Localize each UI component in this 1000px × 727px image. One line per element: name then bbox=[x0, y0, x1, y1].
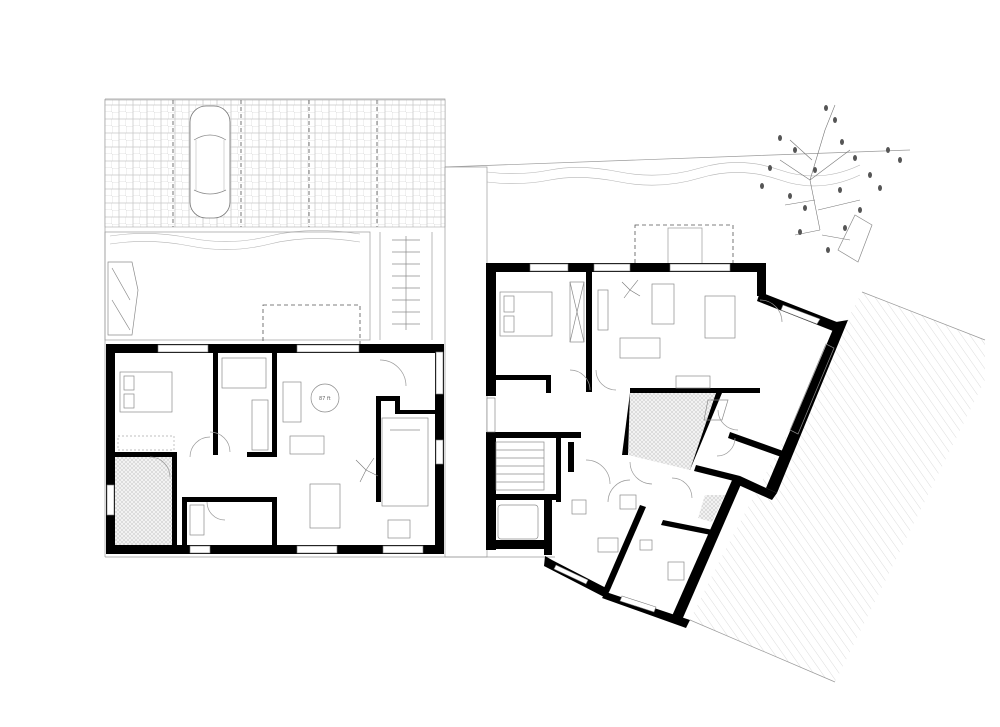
dining-table-icon bbox=[282, 381, 411, 539]
garden-plot bbox=[104, 231, 371, 341]
hedge bbox=[109, 230, 361, 242]
terrace-left bbox=[262, 304, 361, 346]
car-icon bbox=[189, 105, 231, 219]
round-table-icon bbox=[310, 383, 340, 413]
bathtub-icon bbox=[497, 504, 539, 540]
wardrobe-icon bbox=[569, 281, 585, 343]
plant-icon bbox=[355, 457, 379, 483]
terrain-edge bbox=[861, 291, 986, 341]
bed-icon bbox=[119, 371, 173, 413]
sofa-icon bbox=[597, 283, 675, 359]
building-right bbox=[486, 263, 848, 628]
bicycle-racks bbox=[379, 232, 433, 340]
sloped-terrain bbox=[690, 292, 985, 682]
bed-icon bbox=[499, 291, 553, 337]
terrain-edge-bottom bbox=[689, 619, 836, 683]
plant-icon bbox=[621, 279, 641, 299]
parking-area bbox=[104, 99, 446, 228]
room-label: 87 ft bbox=[319, 396, 331, 402]
dining-table-icon bbox=[675, 295, 736, 389]
tree-icon bbox=[760, 104, 902, 263]
stairs-icon bbox=[495, 441, 545, 491]
terrace-right bbox=[634, 224, 734, 266]
building-left: 87 ft bbox=[106, 344, 444, 554]
shed bbox=[107, 261, 139, 336]
walkway bbox=[444, 166, 488, 558]
